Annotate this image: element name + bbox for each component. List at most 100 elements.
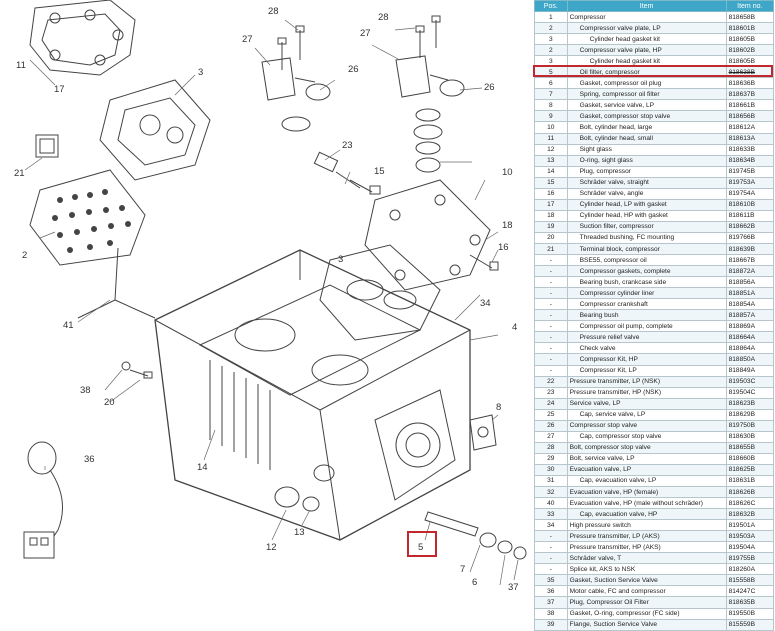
cell-item: Pressure relief valve <box>566 331 727 344</box>
cell-item: Schräder valve, straight <box>566 176 727 189</box>
cell-item-no: 818869A <box>725 320 775 333</box>
cell-item: Compressor cylinder liner <box>566 287 727 300</box>
cell-item-no: 819753A <box>725 176 775 189</box>
cell-item-no: 818857A <box>725 309 775 322</box>
cell-item: Compressor valve plate, LP <box>566 22 727 35</box>
cell-item-no: 818623B <box>725 397 775 410</box>
cell-pos: - <box>534 331 568 344</box>
cell-item: Schräder valve, T <box>566 552 727 565</box>
table-row[interactable]: -Pressure transmitter, LP (AKS)819503A <box>534 530 775 543</box>
stop-valve-left-part <box>261 57 331 132</box>
cell-item: Compressor stop valve <box>566 419 727 432</box>
cell-pos: 2 <box>534 22 568 35</box>
cell-item-no: 815558B <box>725 574 775 587</box>
callout-13: 13 <box>294 527 305 538</box>
callout-27b: 27 <box>360 28 371 39</box>
cell-item: Terminal block, compressor <box>566 242 727 256</box>
cell-pos: 37 <box>534 596 568 609</box>
cell-item-no: 818660B <box>725 452 775 465</box>
service-valve-gasket-part <box>469 414 497 451</box>
cell-pos: 25 <box>534 408 568 421</box>
cell-pos: - <box>534 254 568 267</box>
callout-6: 6 <box>472 577 477 588</box>
cell-pos: 26 <box>534 419 568 432</box>
callout-15: 15 <box>374 166 385 177</box>
callout-37: 37 <box>508 582 519 593</box>
cell-item-no: 818611B <box>725 209 775 222</box>
callout-23: 23 <box>342 140 353 151</box>
cell-item-no: 819550B <box>725 607 775 620</box>
compressor-body-part <box>154 249 471 541</box>
cell-pos: 1 <box>534 10 568 24</box>
cell-pos: - <box>534 541 568 554</box>
cell-pos: 16 <box>534 187 568 200</box>
cell-item-no: 819745B <box>725 165 775 178</box>
cell-pos: 40 <box>534 497 568 510</box>
cell-item-no: 819750B <box>725 419 775 432</box>
cell-pos: 2 <box>534 44 568 57</box>
cell-item-no: 819503A <box>725 530 775 543</box>
cell-pos: 36 <box>534 585 568 598</box>
cell-pos: - <box>534 287 568 300</box>
cell-pos: 24 <box>534 397 568 410</box>
cell-item: Compressor Kit, HP <box>566 353 727 366</box>
oil-filter-part <box>424 511 527 560</box>
table-row[interactable]: -Pressure transmitter, HP (AKS)819504A <box>534 541 775 554</box>
